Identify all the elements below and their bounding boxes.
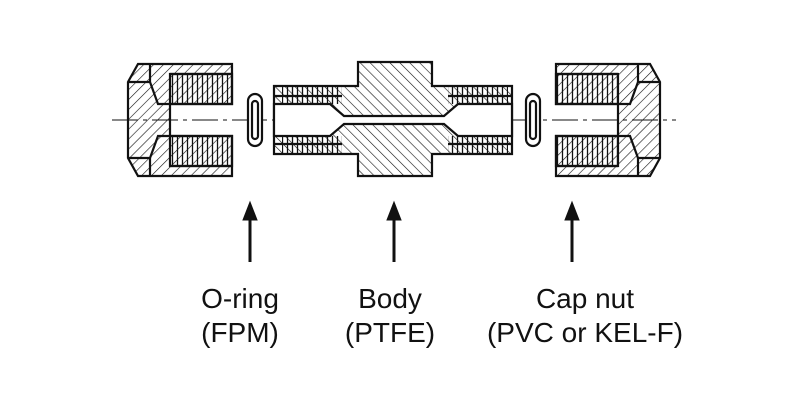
body-label: Body (PTFE) <box>345 282 435 350</box>
body-name: Body <box>358 283 422 314</box>
o-ring-label: O-ring (FPM) <box>201 282 279 350</box>
right-cap-nut <box>554 62 662 178</box>
o-ring-material: (FPM) <box>201 317 279 348</box>
body-part <box>272 60 514 178</box>
arrow-o-ring <box>242 200 258 262</box>
arrow-cap-nut <box>564 200 580 262</box>
cap-nut-material: (PVC or KEL-F) <box>486 317 684 348</box>
cap-nut-name: Cap nut <box>535 283 635 314</box>
cap-nut-label: Cap nut (PVC or KEL-F) <box>487 282 683 350</box>
left-cap-nut <box>126 62 234 178</box>
o-ring-name: O-ring <box>201 283 279 314</box>
arrow-body <box>386 200 402 262</box>
right-o-ring <box>524 92 542 148</box>
body-material: (PTFE) <box>344 317 436 348</box>
left-o-ring <box>246 92 264 148</box>
